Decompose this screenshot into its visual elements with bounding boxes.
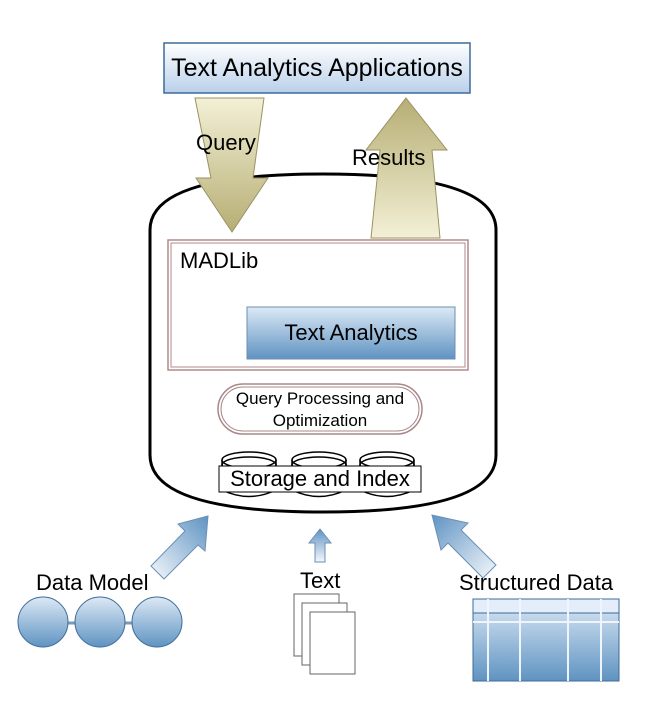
- app-title-box: [163, 42, 471, 94]
- structured-data-label: Structured Data: [459, 570, 614, 595]
- data-model-label: Data Model: [36, 570, 149, 595]
- data-model-arrow: [150, 515, 209, 580]
- text-label: Text: [300, 568, 341, 593]
- structured-data-arrow: [431, 514, 497, 579]
- results-arrow: [364, 97, 449, 239]
- query-processing-pill-inner: [220, 386, 420, 432]
- text-analytics-box: [246, 306, 456, 360]
- madlib-label: MADLib: [180, 248, 259, 273]
- storage-label: Storage and Index: [230, 466, 410, 491]
- data-model-graphic: [17, 596, 183, 648]
- query-processing-label: Query Processing and Optimization: [235, 389, 405, 430]
- app-title: Text Analytics Applications: [171, 54, 463, 82]
- query-label: Query: [196, 130, 256, 155]
- query-arrow: [194, 97, 269, 233]
- results-label: Results: [352, 145, 426, 170]
- structured-data-table: [472, 598, 620, 682]
- text-analytics-label: Text Analytics: [284, 320, 418, 345]
- text-pages-icon: [293, 593, 356, 675]
- storage-label-box: [218, 465, 422, 493]
- text-arrow: [307, 528, 333, 563]
- madlib-frame-inner: [170, 242, 466, 368]
- query-processing-pill: [217, 383, 423, 435]
